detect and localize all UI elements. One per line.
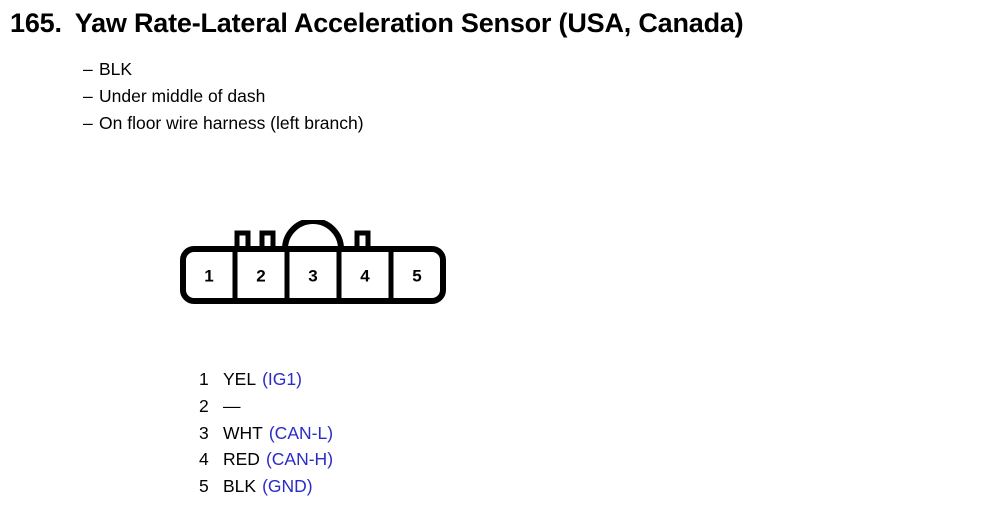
locking-arch-icon bbox=[282, 220, 344, 250]
page-title: 165. Yaw Rate-Lateral Acceleration Senso… bbox=[10, 7, 985, 39]
pin-legend-row: 1 YEL (IG1) bbox=[199, 366, 333, 393]
pin-legend-index: 3 bbox=[199, 422, 209, 443]
list-item-label: On floor wire harness (left branch) bbox=[99, 112, 364, 133]
list-item: – BLK bbox=[83, 56, 364, 83]
dash-icon: – bbox=[83, 112, 93, 133]
spec-list: – BLK – Under middle of dash – On floor … bbox=[83, 56, 364, 136]
connector-cell-dividers bbox=[232, 249, 394, 301]
connector-pin-4-label: 4 bbox=[360, 266, 370, 285]
page-title-number: 165. bbox=[10, 8, 62, 38]
pin-legend-index: 4 bbox=[199, 449, 209, 470]
dash-icon: – bbox=[83, 85, 93, 106]
pin-legend-row: 2 — bbox=[199, 393, 333, 420]
connector-pin-3-label: 3 bbox=[308, 266, 317, 285]
list-item-label: Under middle of dash bbox=[99, 85, 266, 106]
connector-tabs bbox=[234, 230, 371, 249]
pin-legend-index: 1 bbox=[199, 369, 209, 389]
tab-left-a-icon bbox=[234, 230, 251, 249]
connector-pin-2-label: 2 bbox=[256, 266, 265, 285]
pin-legend-row: 3 WHT (CAN-L) bbox=[199, 420, 333, 447]
pin-legend-wire: BLK bbox=[223, 476, 257, 497]
tab-left-b-icon bbox=[259, 230, 276, 249]
pin-legend: 1 YEL (IG1) 2 — 3 WHT (CAN-L) 4 RED (CAN… bbox=[199, 366, 333, 500]
page-title-text: Yaw Rate-Lateral Acceleration Sensor (US… bbox=[74, 8, 744, 38]
connector-body bbox=[180, 246, 446, 304]
pin-legend-signal: (GND) bbox=[262, 476, 313, 497]
dash-icon: – bbox=[83, 59, 93, 79]
connector-diagram: 1 2 3 4 5 bbox=[172, 220, 462, 310]
list-item-label: BLK bbox=[99, 59, 133, 79]
connector-pin-5-label: 5 bbox=[412, 266, 421, 285]
connector-pin-1-label: 1 bbox=[204, 266, 213, 285]
pin-legend-signal: (CAN-H) bbox=[265, 449, 334, 470]
list-item: – On floor wire harness (left branch) bbox=[83, 110, 364, 137]
pin-legend-index: 2 bbox=[199, 395, 209, 416]
pin-legend-row: 4 RED (CAN-H) bbox=[199, 446, 333, 473]
pin-legend-wire: RED bbox=[223, 449, 260, 470]
pin-legend-row: 5 BLK (GND) bbox=[199, 473, 333, 500]
pin-legend-wire: YEL bbox=[223, 369, 257, 389]
pin-legend-signal: (CAN-L) bbox=[268, 422, 334, 443]
pin-legend-index: 5 bbox=[199, 476, 209, 497]
tab-right-icon bbox=[354, 230, 371, 249]
pin-legend-wire: — bbox=[223, 395, 241, 416]
pin-legend-wire: WHT bbox=[223, 422, 263, 443]
pin-legend-signal: (IG1) bbox=[262, 369, 302, 389]
list-item: – Under middle of dash bbox=[83, 83, 364, 110]
